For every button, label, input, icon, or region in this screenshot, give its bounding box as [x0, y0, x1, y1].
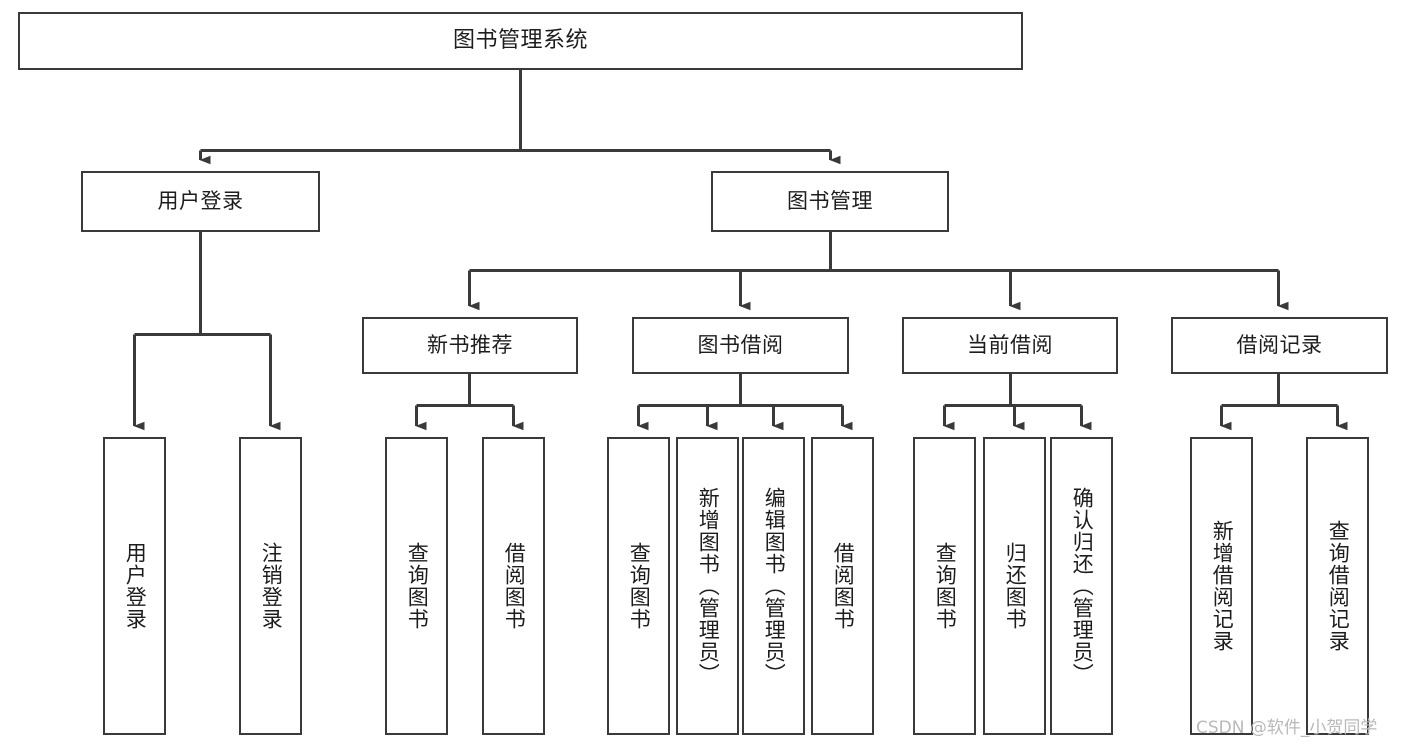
node-label: 确认归还（管理员） [1070, 487, 1095, 685]
node-label: 图书管理 [787, 189, 873, 214]
node-book-manage[interactable]: 图书管理 [711, 171, 949, 232]
node-label: 借阅图书 [502, 542, 527, 630]
node-user-login[interactable]: 用户登录 [81, 171, 320, 232]
node-label: 归还图书 [1003, 542, 1028, 630]
node-book-borrow[interactable]: 图书借阅 [632, 317, 849, 374]
node-current-borrow[interactable]: 当前借阅 [902, 317, 1118, 374]
node-leaf-query-book-current[interactable]: 查询图书 [913, 437, 976, 735]
node-new-book-recommend[interactable]: 新书推荐 [362, 317, 578, 374]
connector-lines [133, 70, 1348, 431]
node-leaf-add-book-admin[interactable]: 新增图书（管理员） [676, 437, 739, 735]
node-leaf-borrow-book[interactable]: 借阅图书 [811, 437, 874, 735]
watermark-text: CSDN @软件_小贺同学 [1196, 718, 1378, 738]
node-leaf-confirm-return-admin[interactable]: 确认归还（管理员） [1050, 437, 1113, 735]
node-label: 编辑图书（管理员） [762, 487, 787, 685]
node-root-system[interactable]: 图书管理系统 [18, 12, 1023, 70]
node-label: 新增图书（管理员） [696, 487, 721, 685]
node-label: 注销登录 [259, 542, 284, 630]
node-label: 新增借阅记录 [1210, 520, 1235, 652]
node-label: 查询图书 [405, 542, 430, 630]
node-leaf-logout[interactable]: 注销登录 [239, 437, 302, 735]
node-label: 用户登录 [157, 189, 244, 214]
node-leaf-borrow-book-recommend[interactable]: 借阅图书 [482, 437, 545, 735]
node-label: 图书借阅 [697, 333, 784, 358]
node-leaf-query-borrow-record[interactable]: 查询借阅记录 [1306, 437, 1369, 735]
node-label: 图书管理系统 [452, 28, 588, 54]
node-borrow-record[interactable]: 借阅记录 [1171, 317, 1388, 374]
node-leaf-user-login[interactable]: 用户登录 [103, 437, 166, 735]
node-leaf-edit-book-admin[interactable]: 编辑图书（管理员） [742, 437, 805, 735]
node-label: 借阅图书 [831, 542, 856, 630]
node-leaf-query-book-recommend[interactable]: 查询图书 [385, 437, 448, 735]
node-label: 新书推荐 [427, 333, 513, 358]
node-label: 当前借阅 [967, 333, 1053, 358]
node-leaf-add-borrow-record[interactable]: 新增借阅记录 [1190, 437, 1253, 735]
node-leaf-return-book[interactable]: 归还图书 [983, 437, 1046, 735]
node-label: 查询借阅记录 [1326, 520, 1351, 652]
node-label: 查询图书 [933, 542, 958, 630]
node-label: 查询图书 [627, 542, 652, 630]
node-label: 借阅记录 [1236, 333, 1323, 358]
node-label: 用户登录 [123, 542, 148, 630]
node-leaf-query-book-borrow[interactable]: 查询图书 [607, 437, 670, 735]
